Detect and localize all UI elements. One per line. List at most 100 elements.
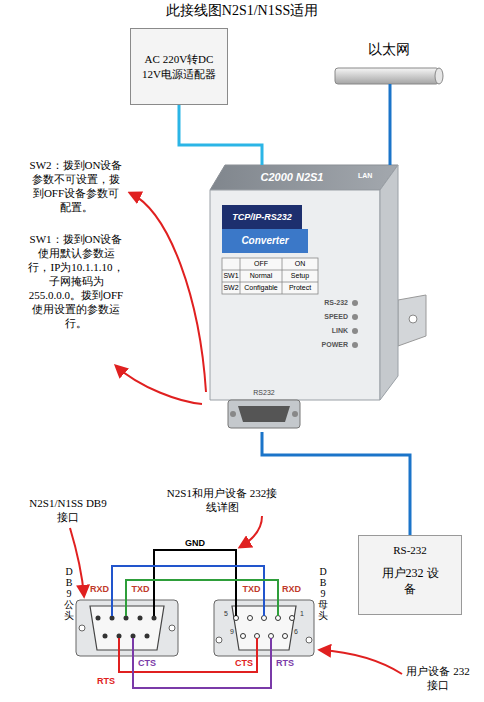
signal-name: RTS	[274, 658, 296, 668]
ethernet-pipe	[335, 68, 439, 84]
callout-note: SW2：拨到ON设备参数不可设置，拨到OFF设备参数可配置。	[28, 158, 124, 214]
callout-note: N2S1和用户设备 232接线详图	[162, 486, 282, 514]
socket	[269, 634, 274, 639]
signal-name: CTS	[233, 658, 255, 668]
socket	[283, 634, 288, 639]
brand-band-text: TCP/IP-RS232	[222, 205, 302, 229]
socket	[290, 616, 295, 621]
node-text: 用户232 设备	[380, 565, 440, 597]
power-adapter-box: AC 220V转DC 12V电源适配器	[130, 28, 228, 105]
table-rule	[222, 270, 318, 271]
switch-table-cell: Protect	[282, 282, 318, 294]
table-rule	[282, 258, 283, 294]
signal-name: CTS	[136, 658, 158, 668]
switch-table-cell: Setup	[282, 270, 318, 282]
diagram-title: 此接线图N2S1/N1SS适用	[0, 2, 484, 20]
pin	[131, 634, 136, 639]
connector-name: DB9 母头	[318, 566, 328, 621]
device-front-face	[210, 190, 380, 400]
led	[352, 300, 358, 306]
pin	[145, 634, 150, 639]
led	[352, 342, 358, 348]
leader-arrow	[320, 650, 402, 674]
pin	[138, 616, 143, 621]
node-text: RS-232	[365, 543, 455, 557]
socket	[241, 634, 246, 639]
screw-hole	[79, 625, 85, 631]
leader-arrow	[240, 516, 262, 547]
signal-name: RXD	[89, 584, 110, 594]
female-pins	[234, 616, 295, 639]
connector-name: DB9 公头	[64, 566, 74, 621]
switch-table-cell: Normal	[240, 270, 282, 282]
device-side-face	[380, 165, 398, 400]
switch-table-cell: SW1	[222, 270, 240, 282]
brand-band	[222, 229, 308, 253]
switch-table-cell: OFF	[240, 258, 282, 270]
callout-note: N2S1/N1SS DB9接口	[26, 496, 110, 524]
node-text: AC 220V转DC 12V电源适配器	[137, 52, 221, 82]
screw-hole	[216, 637, 222, 643]
leader-arrow	[116, 366, 202, 404]
callout-note: SW1：拨到ON设备使用默认参数运行，IP为10.1.1.10，子网掩码为255…	[28, 232, 124, 330]
socket	[248, 616, 253, 621]
led-label: RS-232	[296, 298, 348, 308]
brand-band	[222, 205, 302, 229]
db9-port	[228, 400, 300, 428]
signal-name: TXD	[241, 584, 262, 594]
gnd-wire	[154, 550, 236, 616]
pin-number: 5	[222, 609, 230, 618]
switch-table-cell: SW2	[222, 282, 240, 294]
port-label: LAN	[358, 171, 378, 180]
table-rule	[240, 258, 241, 294]
cable-connector	[179, 105, 262, 165]
socket	[255, 634, 260, 639]
pipe-end	[435, 68, 443, 84]
cable-connector	[389, 84, 392, 165]
port-screw	[292, 411, 298, 417]
led-label: LINK	[296, 326, 348, 336]
leader-arrow	[130, 193, 206, 392]
user-device-box: RS-232 用户232 设备	[358, 535, 462, 615]
socket	[276, 616, 281, 621]
male-pins	[96, 616, 157, 639]
signal-name: GND	[180, 538, 210, 548]
db9-port-shell	[238, 406, 290, 422]
device-top-face	[210, 165, 398, 190]
led	[352, 328, 358, 334]
led	[352, 314, 358, 320]
port-screw	[230, 411, 236, 417]
socket	[262, 616, 267, 621]
converter-device: C2000 N2S1	[210, 165, 398, 432]
signal-name: TXD	[130, 584, 151, 594]
ethernet-cable: 以太网	[335, 40, 443, 84]
rxd-wire	[112, 566, 264, 616]
pin-number: 1	[298, 609, 306, 618]
node-text: 以太网	[335, 41, 443, 59]
table-rule	[222, 282, 318, 283]
pin	[152, 616, 157, 621]
pin	[124, 616, 129, 621]
led-label: SPEED	[296, 312, 348, 322]
switch-table-cell: ON	[282, 258, 318, 270]
rts-wire	[119, 638, 257, 672]
mount-ear	[398, 295, 426, 346]
cable-connector	[262, 432, 410, 535]
mount-hole	[409, 315, 417, 323]
switch-table	[222, 258, 318, 294]
screw-hole	[306, 637, 312, 643]
cts-wire	[133, 638, 271, 688]
led-label: POWER	[296, 340, 348, 350]
socket	[234, 616, 239, 621]
port-label: RS232	[244, 388, 284, 398]
pin-number: 9	[228, 627, 236, 636]
brand-band-text: Converter	[222, 229, 308, 253]
callout-note: 用户设备 232接口	[402, 664, 474, 692]
pin	[96, 616, 101, 621]
switch-table-cell: Configable	[240, 282, 282, 294]
txd-wire	[126, 580, 278, 616]
pin	[110, 616, 115, 621]
pin	[117, 634, 122, 639]
pin	[103, 634, 108, 639]
